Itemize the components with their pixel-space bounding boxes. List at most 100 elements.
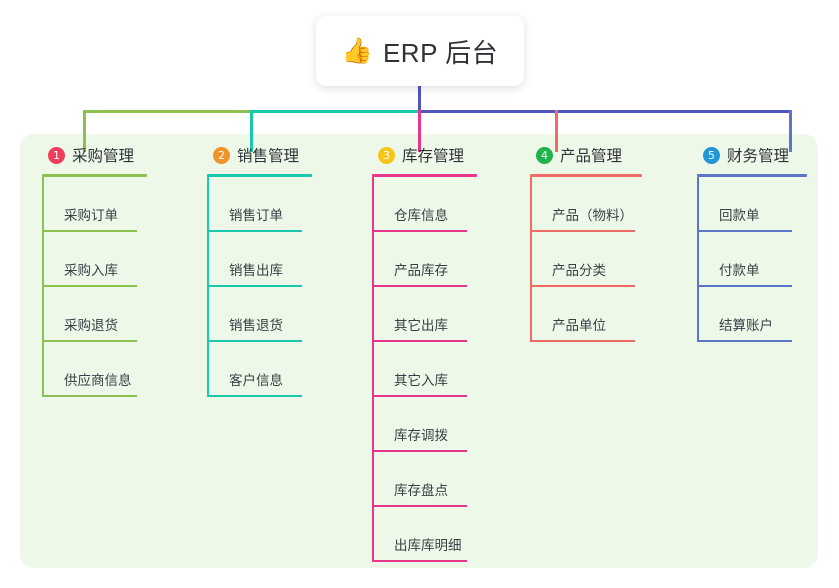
branch-item[interactable]: 客户信息 — [207, 342, 315, 397]
root-node[interactable]: 👍 ERP 后台 — [316, 16, 524, 86]
branch-item-label: 销售订单 — [229, 208, 283, 223]
branch-item-underline — [530, 340, 635, 342]
branch-item-underline — [372, 230, 467, 232]
branch-item[interactable]: 付款单 — [697, 232, 807, 287]
branch-title: 采购管理 — [72, 148, 135, 165]
branch-item-label: 其它出库 — [394, 318, 448, 333]
branch-item-label: 采购退货 — [64, 318, 118, 333]
branch-item-underline — [530, 230, 635, 232]
connector-bar-green-main — [83, 110, 250, 113]
branch-title: 库存管理 — [402, 148, 465, 165]
branch-trunk-line — [42, 177, 44, 397]
branch-header-underline — [372, 174, 477, 177]
branch-item-label: 产品分类 — [552, 263, 606, 278]
branch-item-underline — [207, 340, 302, 342]
branch-header-1[interactable]: 1 采购管理 — [42, 143, 160, 167]
branch-header-underline — [530, 174, 642, 177]
branch-item[interactable]: 产品单位 — [530, 287, 648, 342]
branches-panel — [20, 134, 818, 568]
branch-item-underline — [42, 285, 137, 287]
branch-items: 仓库信息产品库存其它出库其它入库库存调拨库存盘点出库库明细 — [372, 177, 480, 562]
branch-item-underline — [372, 340, 467, 342]
branch-items: 销售订单销售出库销售退货客户信息 — [207, 177, 315, 397]
branch-item[interactable]: 库存盘点 — [372, 452, 480, 507]
branch-item-underline — [42, 395, 137, 397]
branch-item-underline — [697, 285, 792, 287]
branch-column-2: 2 销售管理销售订单销售出库销售退货客户信息 — [207, 143, 315, 397]
root-stem-line — [418, 86, 421, 113]
connector-bar-teal-main — [250, 110, 420, 113]
branch-item-label: 其它入库 — [394, 373, 448, 388]
branch-badge-icon: 2 — [213, 146, 230, 164]
branch-item-underline — [530, 285, 635, 287]
branch-item-label: 回款单 — [719, 208, 760, 223]
branch-item-label: 结算账户 — [719, 318, 773, 333]
branch-item[interactable]: 产品库存 — [372, 232, 480, 287]
branch-item-label: 采购订单 — [64, 208, 118, 223]
branch-header-underline — [42, 174, 147, 177]
branch-item-underline — [207, 395, 302, 397]
branch-item-underline — [697, 230, 792, 232]
branch-item-label: 出库库明细 — [394, 538, 462, 553]
branch-item-label: 付款单 — [719, 263, 760, 278]
branch-item[interactable]: 采购订单 — [42, 177, 160, 232]
branch-item[interactable]: 其它入库 — [372, 342, 480, 397]
branch-item[interactable]: 产品（物料） — [530, 177, 648, 232]
branch-item[interactable]: 采购入库 — [42, 232, 160, 287]
branch-item[interactable]: 产品分类 — [530, 232, 648, 287]
branch-item-label: 销售退货 — [229, 318, 283, 333]
branch-title: 销售管理 — [237, 148, 300, 165]
branch-item-label: 产品（物料） — [552, 208, 633, 223]
branch-badge-icon: 1 — [48, 146, 65, 164]
branch-header-2[interactable]: 2 销售管理 — [207, 143, 315, 167]
branch-item[interactable]: 其它出库 — [372, 287, 480, 342]
branch-header-underline — [697, 174, 807, 177]
branch-item-underline — [372, 395, 467, 397]
branch-trunk-line — [530, 177, 532, 342]
branch-items: 回款单付款单结算账户 — [697, 177, 807, 342]
branch-item-underline — [207, 230, 302, 232]
branch-item[interactable]: 销售订单 — [207, 177, 315, 232]
branch-item[interactable]: 结算账户 — [697, 287, 807, 342]
connector-bar-indigo — [418, 110, 790, 113]
branch-item-label: 产品库存 — [394, 263, 448, 278]
branch-column-1: 1 采购管理采购订单采购入库采购退货供应商信息 — [42, 143, 160, 397]
branch-item-label: 客户信息 — [229, 373, 283, 388]
branch-item[interactable]: 销售出库 — [207, 232, 315, 287]
branch-header-3[interactable]: 3 库存管理 — [372, 143, 480, 167]
branch-item-underline — [372, 505, 467, 507]
branch-item-underline — [372, 560, 467, 562]
branch-header-underline — [207, 174, 312, 177]
connector-drop-3 — [418, 110, 421, 152]
connector-drop-5 — [789, 110, 792, 152]
branch-item[interactable]: 仓库信息 — [372, 177, 480, 232]
branch-item[interactable]: 回款单 — [697, 177, 807, 232]
branch-column-3: 3 库存管理仓库信息产品库存其它出库其它入库库存调拨库存盘点出库库明细 — [372, 143, 480, 562]
branch-items: 采购订单采购入库采购退货供应商信息 — [42, 177, 160, 397]
branch-item-underline — [42, 340, 137, 342]
root-title: ERP 后台 — [382, 37, 499, 68]
branch-item-label: 供应商信息 — [64, 373, 132, 388]
branch-item-label: 库存调拨 — [394, 428, 448, 443]
branch-item-underline — [372, 285, 467, 287]
branch-item-label: 产品单位 — [552, 318, 606, 333]
branch-item-underline — [372, 450, 467, 452]
branch-item[interactable]: 销售退货 — [207, 287, 315, 342]
branch-title: 产品管理 — [560, 148, 623, 165]
branch-badge-icon: 3 — [378, 146, 395, 164]
branch-item-underline — [207, 285, 302, 287]
branch-item[interactable]: 采购退货 — [42, 287, 160, 342]
connector-drop-1 — [83, 110, 86, 152]
branch-item[interactable]: 出库库明细 — [372, 507, 480, 562]
branch-item-label: 仓库信息 — [394, 208, 448, 223]
branch-title: 财务管理 — [727, 148, 790, 165]
branch-item-underline — [697, 340, 792, 342]
branch-item[interactable]: 库存调拨 — [372, 397, 480, 452]
branch-trunk-line — [207, 177, 209, 397]
branch-item-label: 销售出库 — [229, 263, 283, 278]
branch-item[interactable]: 供应商信息 — [42, 342, 160, 397]
